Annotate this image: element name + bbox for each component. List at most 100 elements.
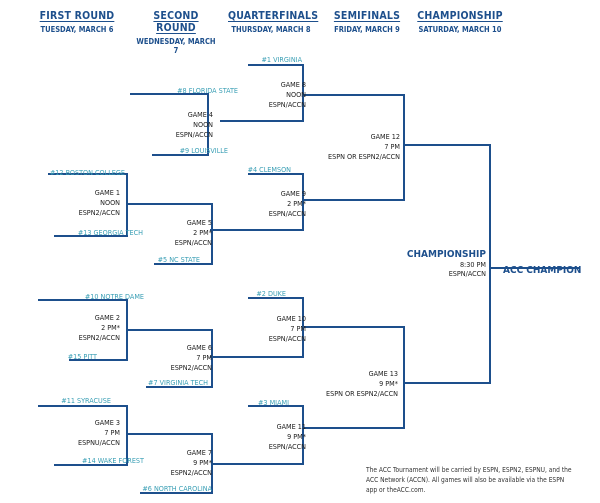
game-network: ESPN/ACCN xyxy=(268,100,306,109)
bracket-connector-m-game5 xyxy=(127,203,213,265)
game-time: NOON xyxy=(100,198,120,207)
championship-game-info: CHAMPIONSHIP 8:30 PM ESPN/ACCN xyxy=(407,249,486,278)
game-label: GAME 7 xyxy=(186,448,212,457)
game-7-info: GAME 7 9 PM* ESPN2/ACCN xyxy=(171,448,212,478)
game-label: GAME 8 xyxy=(280,80,306,89)
round-header-second: SECOND ROUND WEDNESDAY, MARCH 7 xyxy=(135,10,217,55)
game-label: GAME 13 xyxy=(368,369,398,378)
bracket-connector-m-game4 xyxy=(130,93,209,156)
game-3-info: GAME 3 7 PM ESPNU/ACCN xyxy=(78,418,120,448)
game-label: GAME 12 xyxy=(370,132,400,141)
game-time: 9 PM* xyxy=(287,432,306,441)
game-label: GAME 11 xyxy=(276,422,306,431)
bracket-connector-m-game11 xyxy=(212,405,304,465)
game-time: 9 PM* xyxy=(193,458,212,467)
game-time: 2 PM* xyxy=(101,323,120,332)
game-time: 2 PM* xyxy=(287,199,306,208)
championship-time: 8:30 PM xyxy=(459,260,486,269)
round-date: THURSDAY, MARCH 8 xyxy=(231,25,311,34)
team-louisville: #9 LOUISVILLE xyxy=(179,146,228,155)
team-clemson: #4 CLEMSON xyxy=(247,165,291,174)
team-miami: #3 MIAMI xyxy=(258,398,289,407)
game-12-info: GAME 12 7 PM ESPN OR ESPN2/ACCN xyxy=(328,132,400,162)
game-network: ESPN/ACCN xyxy=(268,442,306,451)
game-8-info: GAME 8 NOON ESPN/ACCN xyxy=(269,80,306,110)
championship-network: ESPN/ACCN xyxy=(448,269,486,278)
bracket-connector-m-game12 xyxy=(303,94,405,201)
team-duke: #2 DUKE xyxy=(256,289,286,298)
game-time: 7 PM xyxy=(104,428,120,437)
round-date: FRIDAY, MARCH 9 xyxy=(334,25,400,34)
round-header-first: FIRST ROUND TUESDAY, MARCH 6 xyxy=(38,10,116,34)
bracket-connector-m-game13 xyxy=(303,326,405,429)
game-4-info: GAME 4 NOON ESPN/ACCN xyxy=(176,110,213,140)
game-label: GAME 1 xyxy=(94,188,120,197)
game-time: 7 PM xyxy=(196,353,212,362)
game-label: GAME 6 xyxy=(186,343,212,352)
round-title: FIRST ROUND xyxy=(39,10,115,22)
game-time: NOON xyxy=(193,120,213,129)
game-13-info: GAME 13 9 PM* ESPN OR ESPN2/ACCN xyxy=(326,369,398,399)
game-network: ESPN/ACCN xyxy=(174,238,212,247)
team-florida-state: #8 FLORIDA STATE xyxy=(177,86,238,95)
game-label: GAME 5 xyxy=(186,218,212,227)
team-pitt: #15 PITT xyxy=(67,352,97,361)
game-time: 2 PM* xyxy=(193,228,212,237)
team-boston-college: #12 BOSTON COLLEGE xyxy=(49,168,125,177)
round-title: QUARTERFINALS xyxy=(228,10,319,22)
footnote-line: app or theACC.com. xyxy=(366,486,426,494)
game-1-info: GAME 1 NOON ESPN2/ACCN xyxy=(79,188,120,218)
game-network: ESPNU/ACCN xyxy=(77,438,120,447)
bracket-connector-m-game6 xyxy=(127,329,213,388)
broadcast-footnote: The ACC Tournament will be carried by ES… xyxy=(366,465,592,495)
game-network: ESPN2/ACCN xyxy=(78,208,120,217)
acc-champion-label: ACC CHAMPION xyxy=(503,265,582,276)
bracket-connector-m-game8 xyxy=(220,64,304,122)
team-georgia-tech: #13 GEORGIA TECH xyxy=(77,228,143,237)
round-header-championship: CHAMPIONSHIP SATURDAY, MARCH 10 xyxy=(414,10,506,34)
game-time: NOON xyxy=(286,90,306,99)
round-date: SATURDAY, MARCH 10 xyxy=(418,25,502,34)
bracket-connector-m-game9 xyxy=(210,173,304,231)
round-header-semifinals: SEMIFINALS FRIDAY, MARCH 9 xyxy=(328,10,406,34)
team-wake-forest: #14 WAKE FOREST xyxy=(82,456,144,465)
game-network: ESPN2/ACCN xyxy=(170,468,212,477)
round-title: SECOND ROUND xyxy=(153,10,199,34)
round-title: SEMIFINALS xyxy=(333,10,401,22)
game-label: GAME 2 xyxy=(94,313,120,322)
footnote-line: The ACC Tournament will be carried by ES… xyxy=(366,466,572,474)
round-date: WEDNESDAY, MARCH 7 xyxy=(136,37,216,55)
round-title: CHAMPIONSHIP xyxy=(417,10,503,22)
game-time: 7 PM xyxy=(290,324,306,333)
game-label: GAME 9 xyxy=(280,189,306,198)
team-syracuse: #11 SYRACUSE xyxy=(61,396,111,405)
bracket-connector-m-game3 xyxy=(38,405,128,466)
championship-title: CHAMPIONSHIP xyxy=(406,249,486,260)
team-north-carolina: #6 NORTH CAROLINA xyxy=(142,484,212,493)
team-nc-state: #5 NC STATE xyxy=(157,255,200,264)
round-date: TUESDAY, MARCH 6 xyxy=(40,25,114,34)
game-11-info: GAME 11 9 PM* ESPN/ACCN xyxy=(269,422,306,452)
game-2-info: GAME 2 2 PM* ESPN2/ACCN xyxy=(79,313,120,343)
game-time: 7 PM xyxy=(384,142,400,151)
game-network: ESPN2/ACCN xyxy=(78,333,120,342)
team-notre-dame: #10 NOTRE DAME xyxy=(84,292,144,301)
game-6-info: GAME 6 7 PM ESPN2/ACCN xyxy=(171,343,212,373)
round-header-quarterfinals: QUARTERFINALS THURSDAY, MARCH 8 xyxy=(228,10,319,34)
game-time: 9 PM* xyxy=(379,379,398,388)
bracket-connector-m-game7 xyxy=(127,433,213,494)
game-network: ESPN/ACCN xyxy=(268,334,306,343)
bracket-connector-m-champ xyxy=(404,144,491,384)
footnote-line: ACC Network (ACCN). All games will also … xyxy=(366,476,565,484)
game-5-info: GAME 5 2 PM* ESPN/ACCN xyxy=(175,218,212,248)
game-label: GAME 10 xyxy=(276,314,306,323)
game-label: GAME 3 xyxy=(94,418,120,427)
game-network: ESPN OR ESPN2/ACCN xyxy=(328,152,400,161)
game-network: ESPN/ACCN xyxy=(175,130,213,139)
team-virginia-tech: #7 VIRGINIA TECH xyxy=(148,378,208,387)
game-label: GAME 4 xyxy=(187,110,213,119)
game-network: ESPN2/ACCN xyxy=(170,363,212,372)
game-10-info: GAME 10 7 PM ESPN/ACCN xyxy=(269,314,306,344)
game-network: ESPN OR ESPN2/ACCN xyxy=(326,389,398,398)
